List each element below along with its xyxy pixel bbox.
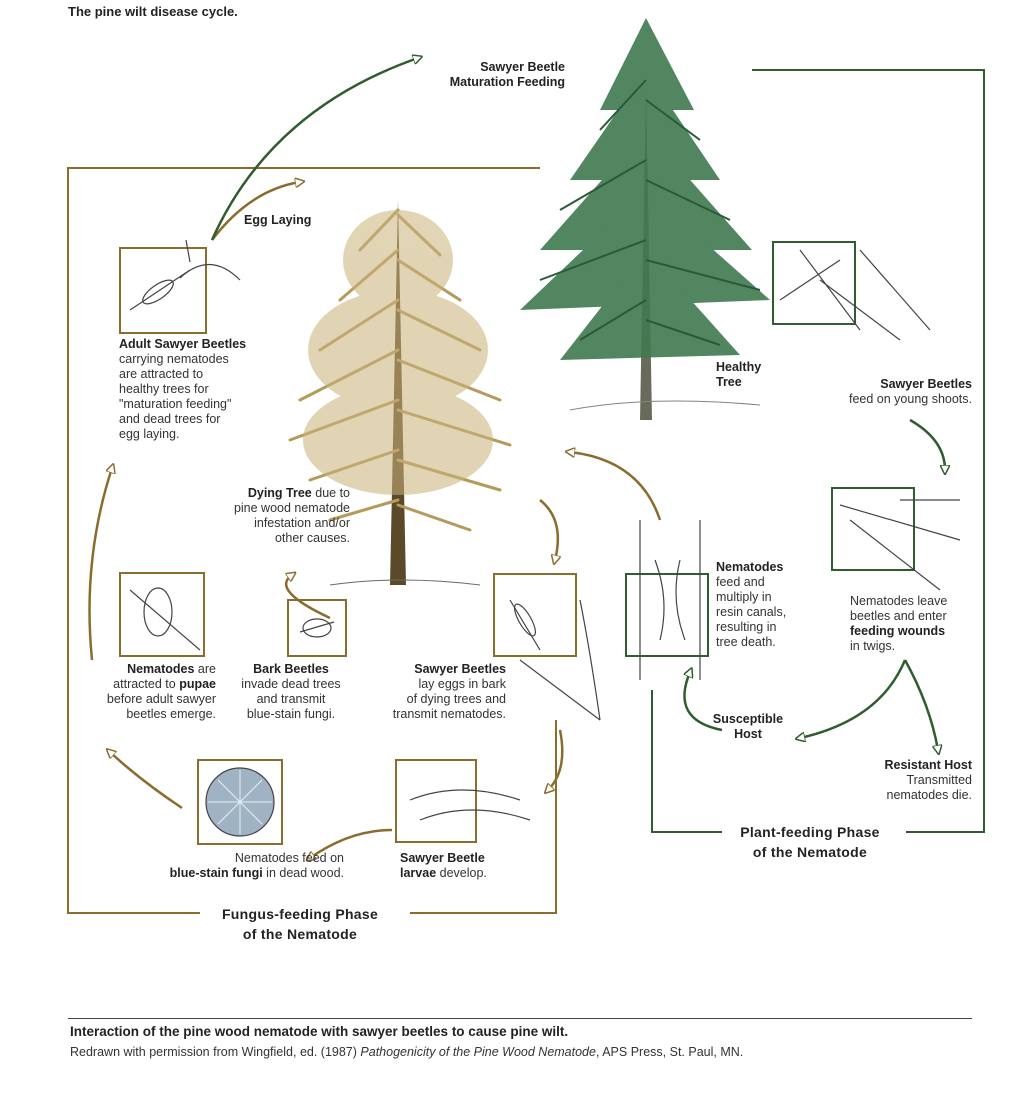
resistant-host-label: Resistant Host Transmitted nematodes die… [884, 758, 972, 802]
maturation-feeding-label: Sawyer Beetle Maturation Feeding [449, 60, 565, 89]
susceptible-host-label: Susceptible Host [712, 712, 784, 741]
caption-rule [68, 1018, 972, 1019]
fungus-phase-frame [67, 167, 540, 914]
cycle-diagram [67, 18, 985, 914]
healthy-tree-illustration [520, 18, 770, 420]
healthy-tree-label: Healthy Tree [716, 360, 762, 389]
plant-phase-label: Plant-feeding Phase of the Nematode [740, 824, 880, 860]
larvae-inset [395, 759, 477, 843]
bark-beetle-inset [287, 599, 347, 657]
leave-beetles-label: Nematodes leave beetles and enter feedin… [850, 594, 948, 653]
twig-wound-inset [831, 487, 915, 571]
sawyer-eggs-label: Sawyer Beetles lay eggs in bark of dying… [392, 662, 506, 721]
adult-beetle-inset [119, 247, 207, 334]
plant-phase-frame [752, 69, 985, 833]
figure-title: The pine wilt disease cycle. [68, 4, 238, 19]
fungus-phase-label: Fungus-feeding Phase of the Nematode [221, 906, 379, 942]
egg-laying-label: Egg Laying [244, 213, 312, 227]
shoot-feeding-inset [772, 241, 856, 325]
blue-stain-label: Nematodes feed on blue-stain fungi in de… [169, 851, 344, 880]
dying-tree-illustration [288, 200, 512, 586]
caption-title: Interaction of the pine wood nematode wi… [70, 1024, 569, 1039]
sawyer-feed-label: Sawyer Beetles feed on young shoots. [848, 377, 972, 406]
bark-beetles-label: Bark Beetles invade dead trees and trans… [241, 662, 341, 721]
resin-canal-inset [625, 573, 709, 657]
sawyer-eggs-inset [493, 573, 577, 657]
blue-stain-inset [197, 759, 283, 845]
dying-tree-label: Dying Tree due to pine wood nematode inf… [233, 486, 350, 545]
pupae-label: Nematodes are attracted to pupae before … [106, 662, 216, 721]
nematodes-feed-label: Nematodes feed and multiply in resin can… [716, 560, 787, 649]
adult-beetles-label: Adult Sawyer Beetles carrying nematodes … [119, 337, 247, 441]
caption-credit: Redrawn with permission from Wingfield, … [70, 1045, 744, 1059]
pupae-inset [119, 572, 205, 657]
larvae-label: Sawyer Beetle larvae develop. [400, 851, 487, 880]
